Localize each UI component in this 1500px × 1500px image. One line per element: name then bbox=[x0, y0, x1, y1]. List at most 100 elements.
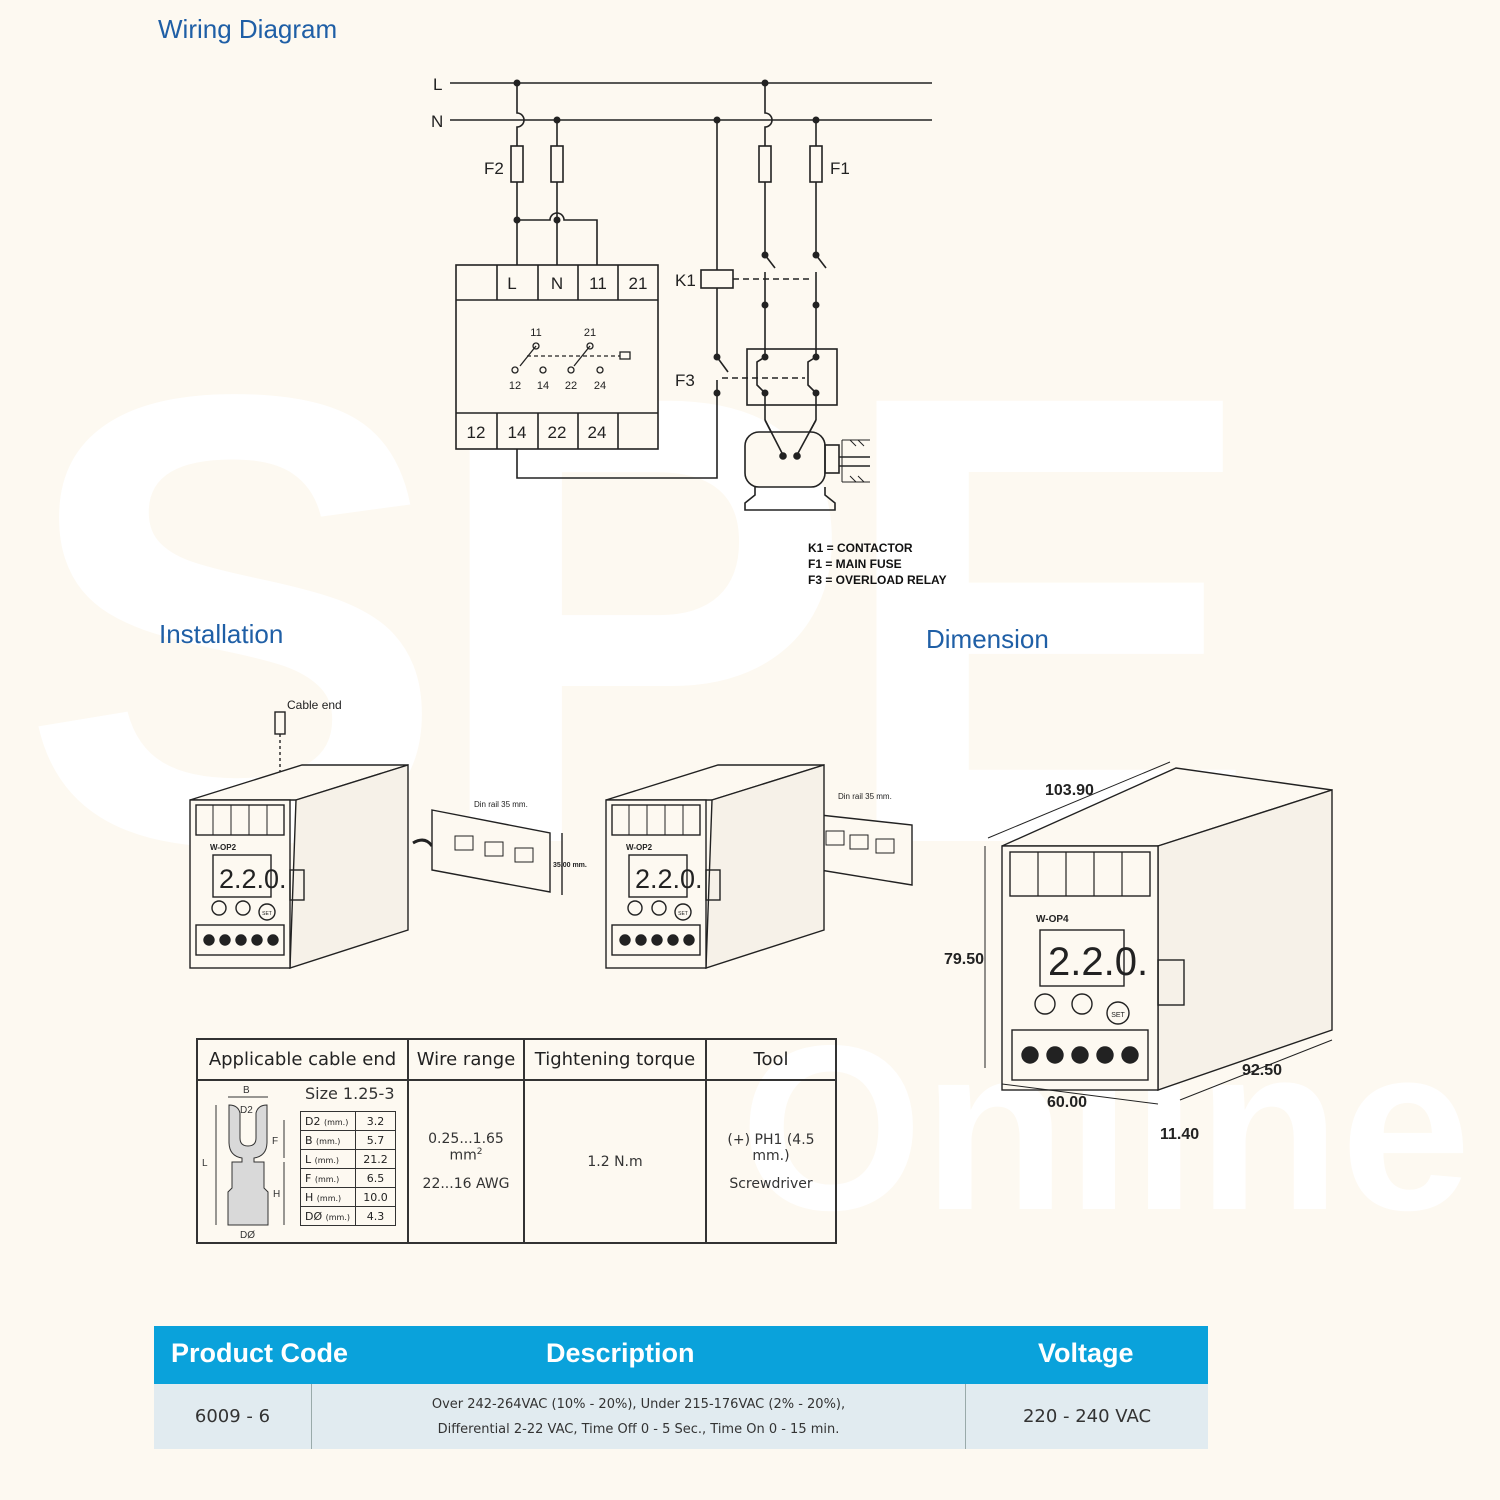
spec-row: H (mm.)10.0 bbox=[300, 1187, 396, 1207]
device-right-set: SET bbox=[678, 911, 688, 917]
dimension-side: 92.50 bbox=[1242, 1062, 1282, 1079]
spec-row: B (mm.)5.7 bbox=[300, 1130, 396, 1150]
product-description-cell: Over 242-264VAC (10% - 20%), Under 215-1… bbox=[312, 1384, 965, 1449]
product-row: 6009 - 6 Over 242-264VAC (10% - 20%), Un… bbox=[154, 1384, 1208, 1449]
cable-end-drawing: B D2 L F H DØ bbox=[202, 1085, 285, 1240]
contact-label-21: 21 bbox=[584, 327, 596, 339]
spec-value: 5.7 bbox=[355, 1130, 396, 1150]
device-left-display: 2.2.0. bbox=[219, 864, 287, 894]
wiring-diagram-title: Wiring Diagram bbox=[158, 14, 338, 44]
header-voltage: Voltage bbox=[1038, 1338, 1134, 1368]
cable-end-l-label: L bbox=[202, 1158, 208, 1169]
dimension-device-display: 2.2.0. bbox=[1048, 940, 1148, 984]
rail-dimension-label: 35.00 mm. bbox=[553, 862, 587, 869]
terminal-top-21: 21 bbox=[629, 274, 648, 293]
product-table-header: Product Code Description Voltage bbox=[154, 1326, 1208, 1384]
cable-spec-table: D2 (mm.)3.2 B (mm.)5.7 L (mm.)21.2 F (mm… bbox=[300, 1111, 396, 1226]
spec-row: DØ (mm.)4.3 bbox=[300, 1206, 396, 1226]
cable-end-b-label: B bbox=[243, 1085, 250, 1096]
contact-label-11: 11 bbox=[530, 327, 541, 339]
product-voltage: 220 - 240 VAC bbox=[1022, 1406, 1152, 1427]
terminal-bottom-24: 24 bbox=[588, 423, 607, 442]
dimension-drawing: W-OP4 2.2.0. SET bbox=[984, 761, 1333, 1105]
device-left-set: SET bbox=[262, 911, 272, 917]
device-left-model: W-OP2 bbox=[210, 843, 237, 852]
legend-k1: K1 = CONTACTOR bbox=[808, 541, 913, 555]
header-wire-range: Wire range bbox=[407, 1038, 525, 1081]
tool-cell: (+) PH1 (4.5 mm.) Screwdriver bbox=[705, 1079, 837, 1244]
cable-end-f-label: F bbox=[272, 1136, 278, 1147]
dimension-height: 79.50 bbox=[944, 951, 984, 968]
spec-value: 21.2 bbox=[355, 1149, 396, 1169]
tool-bit: (+) PH1 (4.5 mm.) bbox=[727, 1131, 815, 1164]
cable-end-label: Cable end bbox=[287, 698, 342, 712]
product-table: Product Code Description Voltage 6009 - … bbox=[154, 1326, 1208, 1449]
cable-size-label: Size 1.25-3 bbox=[305, 1084, 395, 1103]
terminal-bottom-12: 12 bbox=[467, 423, 486, 442]
spec-key: D2 (mm.) bbox=[300, 1111, 356, 1131]
header-tightening-torque: Tightening torque bbox=[523, 1038, 707, 1081]
wire-range-cell: 0.25...1.65 mm2 22...16 AWG bbox=[407, 1079, 525, 1244]
contact-label-12: 12 bbox=[509, 380, 521, 392]
dimension-title: Dimension bbox=[926, 624, 1049, 654]
cable-end-d2-label: D2 bbox=[240, 1105, 253, 1116]
fuse-f1-label: F1 bbox=[830, 159, 850, 178]
header-applicable-cable-end: Applicable cable end bbox=[196, 1038, 409, 1081]
contact-label-24: 24 bbox=[594, 380, 606, 392]
device-right-model: W-OP2 bbox=[626, 843, 653, 852]
terminal-bottom-14: 14 bbox=[508, 423, 527, 442]
relay-device-left: W-OP2 2.2.0. SET bbox=[189, 764, 409, 969]
dimension-depth: 103.90 bbox=[1045, 782, 1094, 799]
spec-value: 6.5 bbox=[355, 1168, 396, 1188]
fuse-f2-label: F2 bbox=[484, 159, 504, 178]
spec-row: D2 (mm.)3.2 bbox=[300, 1111, 396, 1131]
line-n-label: N bbox=[431, 112, 443, 131]
cable-end-h-label: H bbox=[273, 1189, 280, 1200]
torque-cell: 1.2 N.m bbox=[523, 1079, 707, 1244]
spec-key: B (mm.) bbox=[300, 1130, 356, 1150]
torque-value: 1.2 N.m bbox=[587, 1153, 643, 1170]
terminal-top-11: 11 bbox=[589, 274, 607, 293]
terminal-bottom-22: 22 bbox=[548, 423, 567, 442]
spec-value: 4.3 bbox=[355, 1206, 396, 1226]
wiring-diagram: L N F2 L N 11 21 12 14 22 24 bbox=[431, 75, 932, 511]
spec-value: 3.2 bbox=[355, 1111, 396, 1131]
header-description: Description bbox=[546, 1338, 695, 1368]
relay-device-right: Din rail 35 mm. W-OP2 2.2.0. SET bbox=[605, 764, 913, 969]
wire-range-awg: 22...16 AWG bbox=[422, 1175, 510, 1192]
contact-label-14: 14 bbox=[537, 380, 549, 392]
installation-title: Installation bbox=[159, 619, 284, 649]
wire-range-sup: 2 bbox=[476, 1147, 483, 1158]
wire-range-mm: 0.25...1.65 mm bbox=[428, 1131, 504, 1164]
device-right-display: 2.2.0. bbox=[635, 864, 703, 894]
dimension-device-model: W-OP4 bbox=[1036, 914, 1069, 925]
contact-label-22: 22 bbox=[565, 380, 577, 392]
spec-key: H (mm.) bbox=[300, 1187, 356, 1207]
dimension-width: 60.00 bbox=[1047, 1094, 1087, 1111]
line-l-label: L bbox=[433, 75, 442, 94]
header-tool: Tool bbox=[705, 1038, 837, 1081]
product-voltage-cell: 220 - 240 VAC bbox=[966, 1384, 1208, 1449]
product-code-cell: 6009 - 6 bbox=[154, 1384, 311, 1449]
din-rail-label-1: Din rail 35 mm. bbox=[474, 800, 528, 809]
header-product-code: Product Code bbox=[171, 1338, 349, 1368]
legend-f3: F3 = OVERLOAD RELAY bbox=[808, 573, 947, 587]
spec-value: 10.0 bbox=[355, 1187, 396, 1207]
spec-key: F (mm.) bbox=[300, 1168, 356, 1188]
overload-f3-label: F3 bbox=[675, 371, 695, 390]
legend-f1: F1 = MAIN FUSE bbox=[808, 557, 902, 571]
spec-row: F (mm.)6.5 bbox=[300, 1168, 396, 1188]
tool-type: Screwdriver bbox=[729, 1175, 813, 1192]
wiring-legend: K1 = CONTACTOR F1 = MAIN FUSE F3 = OVERL… bbox=[808, 540, 947, 588]
dimension-device-set: SET bbox=[1111, 1012, 1125, 1019]
spec-key: L (mm.) bbox=[300, 1149, 356, 1169]
contactor-k1-label: K1 bbox=[675, 271, 696, 290]
spec-row: L (mm.)21.2 bbox=[300, 1149, 396, 1169]
din-rail-label-2: Din rail 35 mm. bbox=[838, 792, 892, 801]
description-line-1: Over 242-264VAC (10% - 20%), Under 215-1… bbox=[431, 1396, 846, 1412]
dimension-offset: 11.40 bbox=[1160, 1126, 1199, 1143]
terminal-top-l: L bbox=[507, 274, 516, 293]
cable-end-table: Applicable cable end Wire range Tighteni… bbox=[196, 1038, 837, 1244]
spec-key: DØ (mm.) bbox=[300, 1206, 356, 1226]
